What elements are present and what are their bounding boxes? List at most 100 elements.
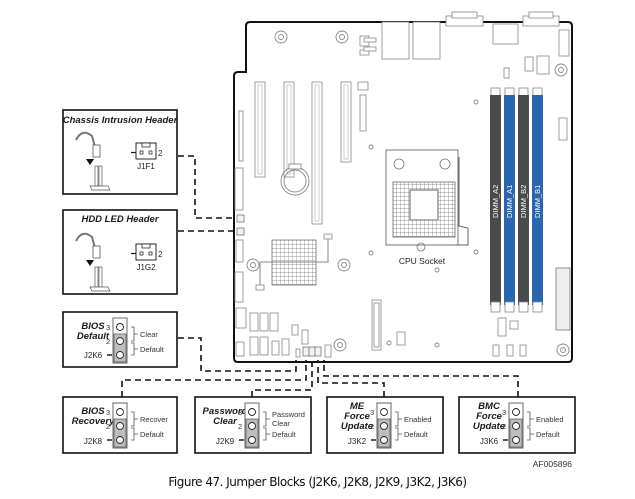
jumper-ref: J2K9	[216, 437, 235, 446]
header-j1g2	[236, 227, 245, 236]
cable-icon	[75, 232, 96, 249]
setting-label: Recover	[140, 415, 168, 424]
header-ref: J1G2	[136, 263, 156, 272]
jumper-title-line: Force	[476, 411, 503, 422]
arrow-down-icon	[86, 260, 94, 266]
jumper-pin	[116, 351, 124, 359]
jumper-pin	[116, 337, 124, 345]
bracket-bottom	[395, 427, 402, 441]
dimm-a2: DIMM_A2	[490, 87, 501, 313]
jumper-title-line: ME	[350, 401, 365, 412]
header-ref: J1F1	[137, 162, 155, 171]
cpu-socket: CPU Socket	[385, 149, 469, 266]
pin-number: 2	[158, 149, 163, 158]
dimm-label: DIMM_B1	[533, 185, 542, 218]
jumper-pin	[116, 436, 124, 444]
pin-number: 3	[370, 408, 374, 417]
setting-label: Password	[272, 410, 305, 419]
pin-number: 3	[106, 323, 110, 332]
cpu-socket-label: CPU Socket	[399, 256, 446, 266]
left-edge-headers	[234, 167, 247, 357]
setting-label: Clear	[272, 419, 290, 428]
bracket-bottom	[263, 427, 270, 441]
bracket-top	[395, 411, 402, 427]
pin-number: 2	[106, 337, 110, 346]
jumper-title-line: Force	[344, 411, 371, 422]
dimm-label: DIMM_B2	[519, 185, 528, 218]
jumper-pin	[512, 436, 520, 444]
pcie-slots	[238, 81, 382, 351]
setting-label: Enabled	[536, 415, 564, 424]
jumper-ref: J3K2	[348, 437, 367, 446]
jumper-pin	[380, 436, 388, 444]
jumper-title-line: BIOS	[81, 406, 105, 417]
jumper-ref: J2K8	[84, 437, 103, 446]
bracket-bottom	[131, 427, 138, 441]
dimm-b1: DIMM_B1	[532, 87, 543, 313]
figure-id: AF005896	[533, 459, 572, 469]
pin-number: 3	[106, 408, 110, 417]
jumper-title-line: Recovery	[72, 416, 115, 427]
jumper-pin	[512, 422, 520, 430]
dimm-label: DIMM_A1	[505, 185, 514, 218]
jumper-title-line: BMC	[478, 401, 500, 412]
right-edge-parts	[503, 56, 571, 331]
dimm-slots: DIMM_A2 DIMM_A1 DIMM_B2 DIMM_B1	[490, 87, 543, 313]
jumper-ref: J2K6	[84, 351, 103, 360]
bracket-top	[131, 411, 138, 427]
jumper-pin	[380, 408, 388, 416]
pin-number: 2	[502, 422, 506, 431]
setting-label: Default	[536, 430, 561, 439]
sata-ports	[249, 312, 527, 358]
setting-label: Enabled	[404, 415, 432, 424]
setting-label: Default	[404, 430, 429, 439]
bracket-top	[527, 411, 534, 427]
pin-number: 2	[238, 422, 242, 431]
bracket-top	[263, 411, 270, 427]
mounting-holes	[246, 30, 570, 357]
setting-label: Default	[272, 430, 297, 439]
jumper-title-line: Clear	[213, 416, 238, 427]
arrow-down-icon	[86, 159, 94, 165]
bracket-bottom	[527, 427, 534, 441]
pin-number: 2	[370, 422, 374, 431]
pin-number: 3	[238, 408, 242, 417]
jumper-pin	[380, 422, 388, 430]
dimm-b2: DIMM_B2	[518, 87, 529, 313]
bracket-top	[131, 326, 138, 342]
jumper-title-line: Password	[203, 406, 248, 417]
jumper-title-line: Update	[473, 421, 506, 432]
jumper-callouts: BIOSDefaultJ2K632ClearDefaultBIOSRecover…	[62, 311, 576, 454]
dimm-label: DIMM_A2	[491, 185, 500, 218]
jumper-pin	[116, 408, 124, 416]
cable-icon	[75, 131, 96, 148]
jumper-pin	[116, 323, 124, 331]
callout-connectors	[121, 155, 519, 397]
jumper-pin	[248, 408, 256, 416]
chipset-heatsink	[255, 233, 333, 291]
header-callout-chassis-intrusion: Chassis Intrusion Header 2 J1F1	[62, 109, 179, 195]
setting-label: Default	[140, 430, 165, 439]
jumper-ref: J3K6	[480, 437, 499, 446]
callout-title: Chassis Intrusion Header	[63, 115, 179, 126]
rear-io	[359, 11, 570, 75]
figure-caption: Figure 47. Jumper Blocks (J2K6, J2K8, J2…	[168, 475, 467, 489]
jumper-pin	[512, 408, 520, 416]
setting-label: Default	[140, 345, 165, 354]
dimm-a1: DIMM_A1	[504, 87, 515, 313]
bracket-bottom	[131, 342, 138, 356]
pin-number: 3	[502, 408, 506, 417]
motherboard: CPU Socket DIMM_A2 DIMM_A1 DIMM_B2	[233, 11, 573, 363]
jumper-title-line: BIOS	[81, 321, 105, 332]
jumper-title-line: Default	[77, 331, 110, 342]
cmos-battery	[280, 163, 310, 196]
callout-title: HDD LED Header	[81, 214, 159, 225]
header-callout-hdd-led: HDD LED Header 2 J1G2	[62, 209, 178, 295]
jumper-pin	[248, 422, 256, 430]
